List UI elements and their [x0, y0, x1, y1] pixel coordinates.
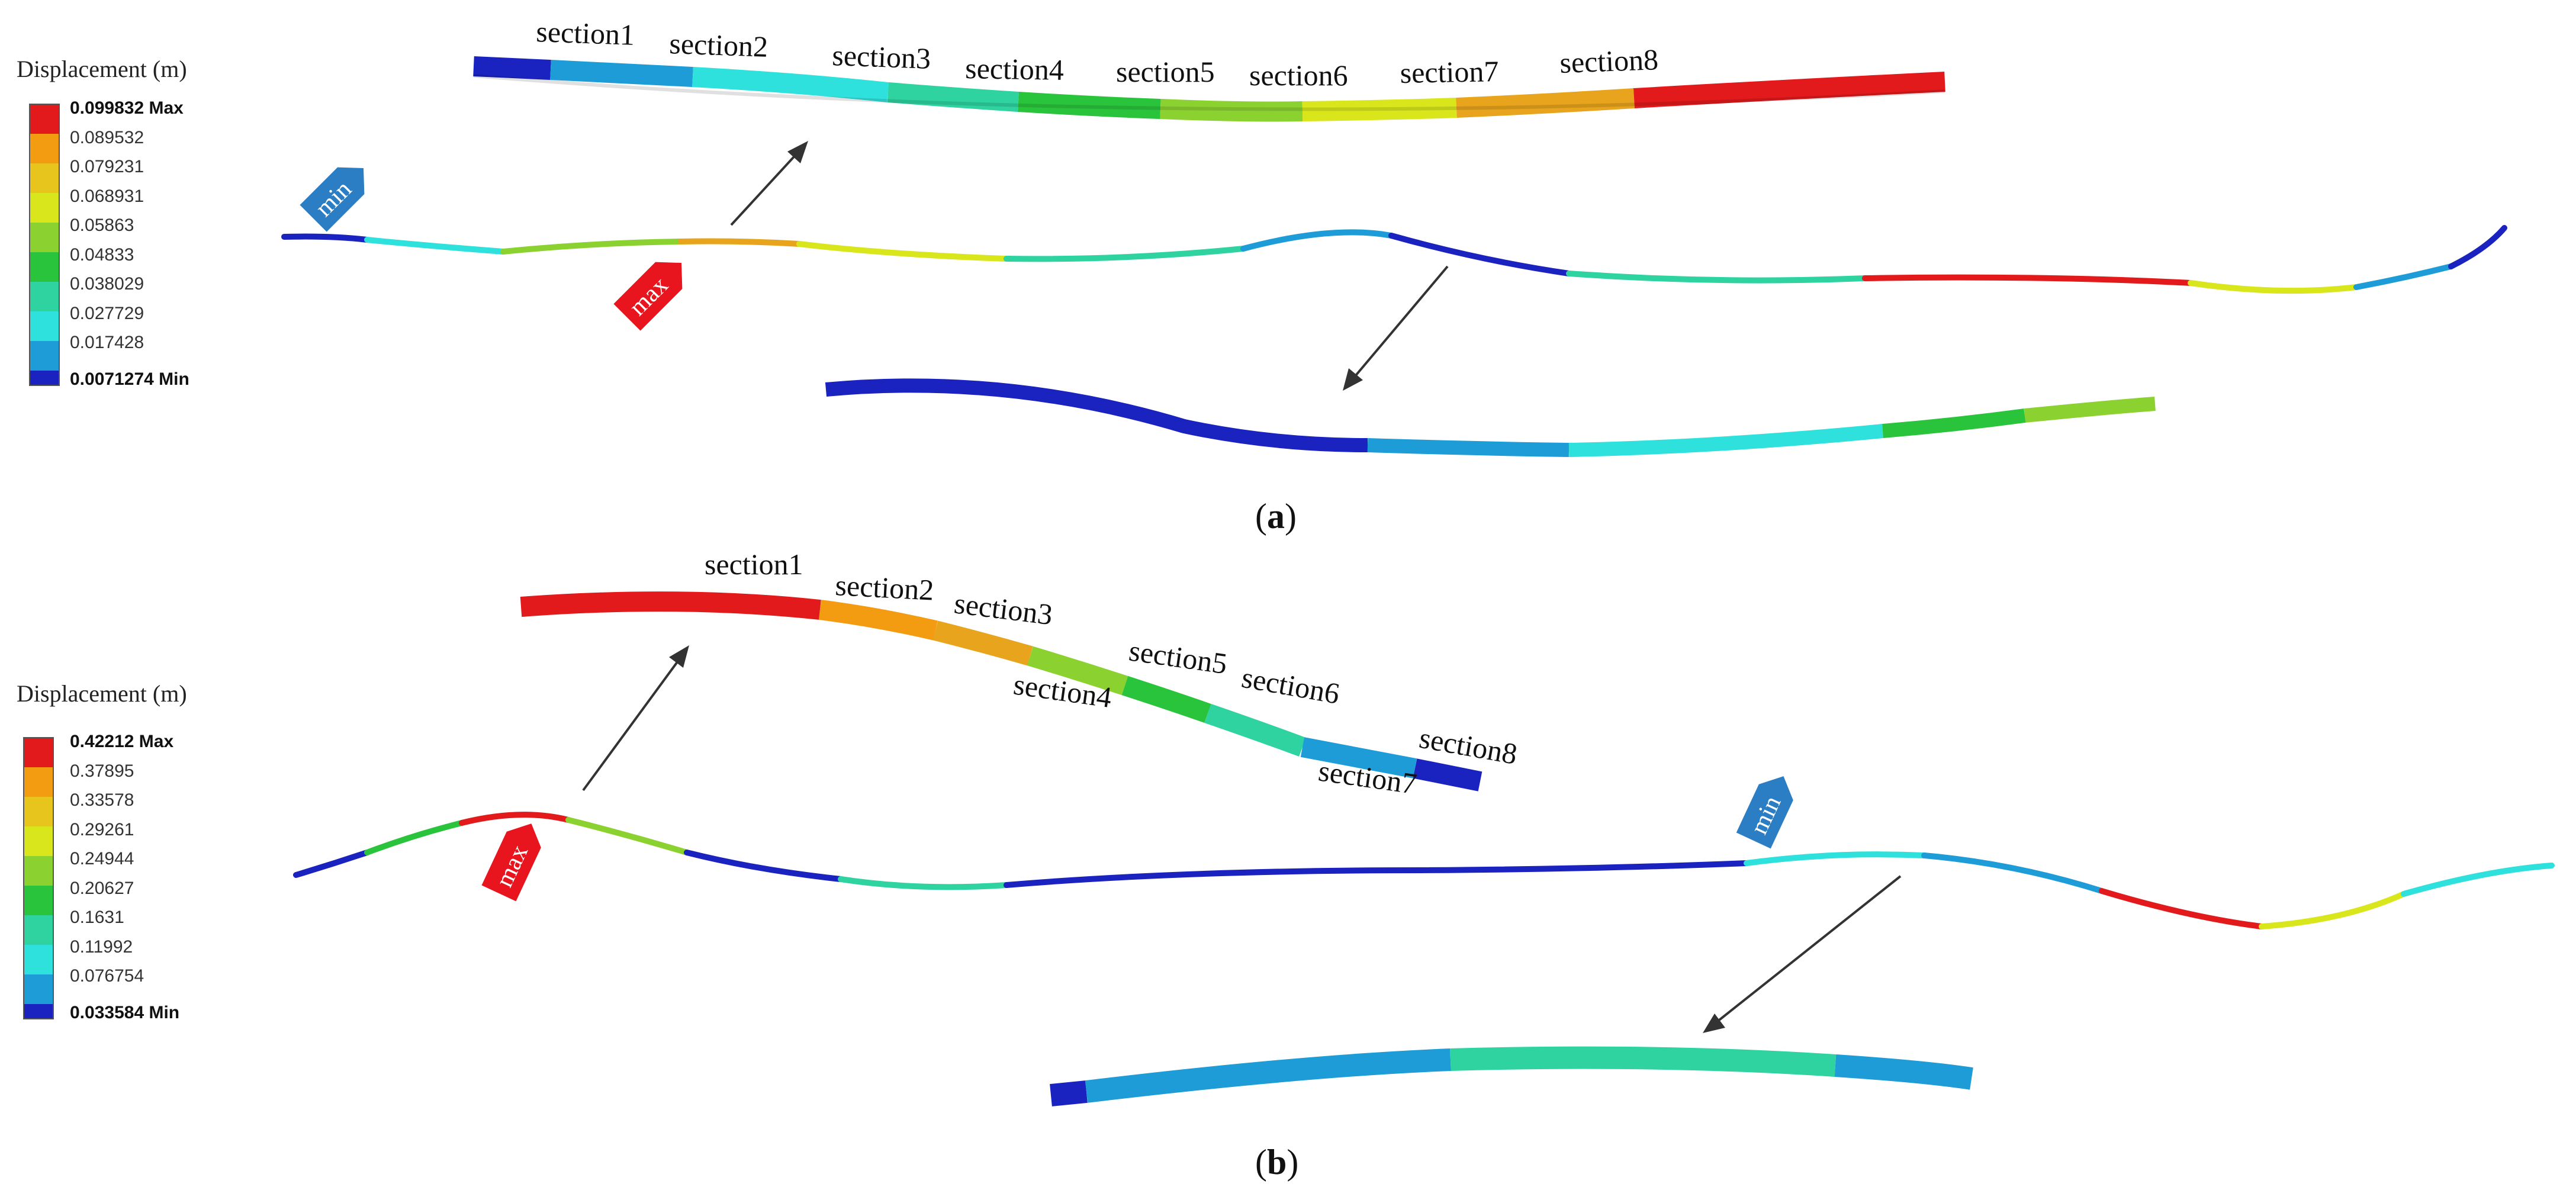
legend-a-swatch-3 — [30, 163, 59, 193]
legend-a-swatch-5 — [30, 223, 59, 252]
legend-a-swatch-4 — [30, 193, 59, 223]
legend-b-swatch-9 — [24, 974, 53, 1004]
legend-b-swatch-1 — [24, 738, 53, 767]
legend-a-label-5: 0.05863 — [70, 215, 134, 235]
min-marker-b: min — [1736, 776, 1793, 849]
arrow-b-up — [582, 645, 689, 792]
legend-b-label-3: 0.33578 — [70, 790, 134, 810]
legend-a-title: Displacement (m) — [17, 56, 187, 82]
legend-b-label-6: 0.20627 — [70, 879, 134, 898]
legend-b-swatch-10 — [24, 1004, 53, 1019]
caption-b-letter: b — [1267, 1143, 1287, 1182]
panel-b: Displacement (m) 0.42212 Max 0.37895 0.3… — [17, 548, 2555, 1182]
legend-b-label-1: 0.42212 Max — [70, 732, 173, 751]
legend-b-border — [23, 737, 54, 1019]
section-b-5: section5 — [1127, 633, 1229, 680]
legend-a-swatch-9 — [30, 341, 59, 371]
legend-a: Displacement (m) 0.099832 Max 0.089532 0… — [17, 56, 189, 389]
zoom-pipe-b-bottom — [1050, 1046, 1973, 1106]
pipeline-a — [281, 225, 2507, 294]
panel-a: Displacement (m) 0.099832 Max 0.089532 0… — [17, 15, 2507, 536]
legend-a-label-10: 0.0071274 Min — [70, 369, 189, 389]
section-a-5: section5 — [1116, 55, 1215, 88]
legend-a-swatch-10 — [30, 371, 59, 385]
legend-a-swatch-7 — [30, 282, 59, 311]
section-a-4: section4 — [965, 52, 1065, 86]
legend-b-swatch-4 — [24, 826, 53, 856]
legend-b-title: Displacement (m) — [17, 680, 187, 707]
legend-b-label-2: 0.37895 — [70, 761, 134, 781]
section-a-7: section7 — [1400, 54, 1499, 89]
zoom-pipe-b-top — [520, 591, 1482, 792]
legend-a-label-1: 0.099832 Max — [70, 98, 184, 118]
section-a-8: section8 — [1559, 43, 1658, 79]
legend-a-swatch-6 — [30, 252, 59, 282]
section-a-2: section2 — [669, 27, 768, 63]
legend-a-swatch-8 — [30, 311, 59, 341]
sections-a: section1 section2 section3 section4 sect… — [536, 15, 1659, 92]
zoom-pipe-a-bottom — [825, 378, 2156, 457]
legend-b-swatch-5 — [24, 856, 53, 886]
arrow-a-up — [730, 141, 808, 226]
zoom-pipe-a-top — [473, 56, 1945, 122]
legend-b-swatch-3 — [24, 797, 53, 826]
legend-b-label-10: 0.033584 Min — [70, 1003, 179, 1022]
section-b-6: section6 — [1239, 661, 1342, 710]
max-marker-b: max — [481, 823, 541, 902]
legend-b-swatch-7 — [24, 915, 53, 945]
legend-b-swatch-6 — [24, 886, 53, 915]
max-marker-a: max — [613, 262, 683, 331]
caption-a: (a) — [1255, 497, 1297, 536]
caption-a-letter: a — [1267, 497, 1285, 536]
legend-b-label-5: 0.24944 — [70, 849, 134, 868]
legend-b-label-9: 0.076754 — [70, 966, 144, 986]
section-a-6: section6 — [1249, 59, 1348, 92]
legend-b-label-4: 0.29261 — [70, 820, 134, 839]
legend-a-label-2: 0.089532 — [70, 128, 144, 147]
section-a-1: section1 — [536, 15, 635, 52]
section-a-3: section3 — [832, 38, 931, 75]
legend-a-label-3: 0.079231 — [70, 157, 144, 176]
section-b-2: section2 — [834, 568, 934, 607]
caption-b: (b) — [1255, 1143, 1298, 1182]
legend-a-label-9: 0.017428 — [70, 333, 144, 352]
legend-a-label-7: 0.038029 — [70, 274, 144, 294]
section-b-3: section3 — [953, 586, 1054, 631]
arrow-b-down — [1703, 875, 1902, 1033]
legend-b-swatch-2 — [24, 767, 53, 797]
legend-a-swatch-2 — [30, 134, 59, 163]
legend-b: Displacement (m) 0.42212 Max 0.37895 0.3… — [17, 680, 187, 1022]
legend-a-label-6: 0.04833 — [70, 245, 134, 265]
legend-a-label-4: 0.068931 — [70, 186, 144, 206]
legend-b-swatch-8 — [24, 945, 53, 974]
arrow-a-down — [1343, 265, 1449, 391]
legend-a-swatch-1 — [30, 104, 59, 134]
legend-b-label-7: 0.1631 — [70, 908, 124, 927]
min-marker-a: min — [300, 167, 365, 232]
legend-b-label-8: 0.11992 — [70, 937, 133, 957]
section-b-1: section1 — [705, 548, 803, 581]
legend-a-border — [29, 104, 60, 386]
pipeline-b — [293, 812, 2555, 929]
legend-a-label-8: 0.027729 — [70, 304, 144, 323]
